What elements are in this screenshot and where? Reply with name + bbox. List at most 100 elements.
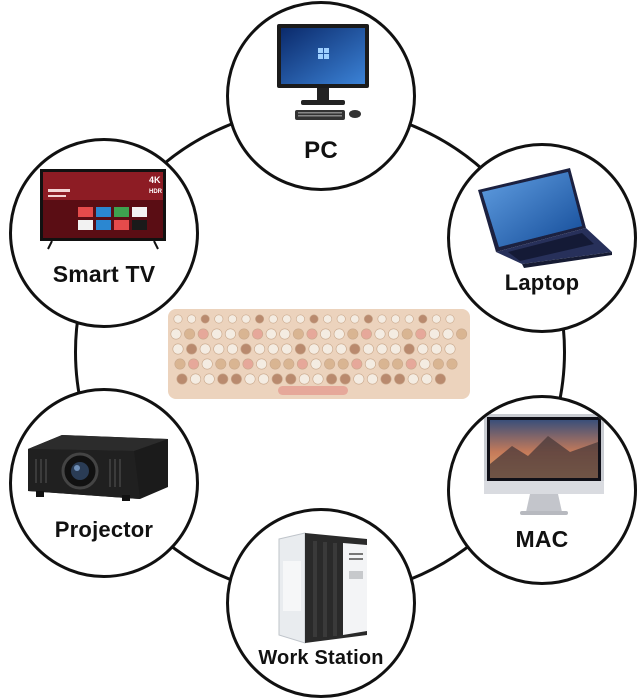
keycap xyxy=(430,343,442,355)
keycap xyxy=(283,358,295,370)
keycap xyxy=(271,373,283,385)
keycap xyxy=(309,314,319,324)
keycap xyxy=(310,358,322,370)
keycap xyxy=(350,314,360,324)
keycap xyxy=(415,328,427,340)
keycap xyxy=(349,343,361,355)
keycap xyxy=(174,358,186,370)
keycap xyxy=(322,343,334,355)
keycap xyxy=(258,373,270,385)
laptop-icon xyxy=(478,168,612,268)
device-label-pc: PC xyxy=(304,137,338,164)
keycap xyxy=(394,373,406,385)
keycap xyxy=(363,314,373,324)
keycap xyxy=(335,343,347,355)
keycap xyxy=(197,328,209,340)
keycap xyxy=(170,328,182,340)
device-label-mac: MAC xyxy=(515,526,569,552)
keycap xyxy=(172,343,184,355)
retro-keyboard-icon xyxy=(168,309,470,399)
keycap xyxy=(339,373,351,385)
keycap xyxy=(230,373,242,385)
keycap xyxy=(404,314,414,324)
device-node-projector: Projector xyxy=(9,388,199,578)
keycap xyxy=(312,373,324,385)
keycap xyxy=(213,343,225,355)
keycap xyxy=(187,314,197,324)
keycap xyxy=(217,373,229,385)
keycap xyxy=(306,328,318,340)
keycap xyxy=(391,314,401,324)
device-node-laptop: Laptop xyxy=(447,143,637,333)
keycap xyxy=(173,314,183,324)
keycap xyxy=(351,358,363,370)
keycap xyxy=(366,373,378,385)
keycap xyxy=(380,373,392,385)
keycap xyxy=(244,373,256,385)
keycap xyxy=(228,358,240,370)
keycap xyxy=(320,328,332,340)
keycap xyxy=(456,328,468,340)
keycap xyxy=(238,328,250,340)
keycap xyxy=(298,373,310,385)
keycap xyxy=(333,328,345,340)
keycap xyxy=(254,343,266,355)
keycap xyxy=(294,343,306,355)
keycap xyxy=(176,373,188,385)
keycap xyxy=(214,314,224,324)
keycap xyxy=(431,314,441,324)
keycap xyxy=(281,343,293,355)
keycap xyxy=(324,358,336,370)
keycap xyxy=(392,358,404,370)
tv-4k-badge: 4K xyxy=(149,175,161,185)
device-node-pc: PC xyxy=(226,1,416,191)
keycap xyxy=(378,358,390,370)
keycap xyxy=(226,343,238,355)
keycap xyxy=(188,358,200,370)
keycap xyxy=(295,314,305,324)
keycap xyxy=(428,328,440,340)
keycap xyxy=(442,328,454,340)
device-label-projector: Projector xyxy=(54,517,154,542)
keycap xyxy=(292,328,304,340)
keycap xyxy=(227,314,237,324)
device-node-smart-tv: 4K HDR Smart TV xyxy=(9,138,199,328)
keycap xyxy=(445,314,455,324)
keycap xyxy=(374,328,386,340)
keycap xyxy=(444,343,456,355)
keycap xyxy=(215,358,227,370)
tv-hdr-badge: HDR xyxy=(149,189,163,195)
workstation-tower-icon xyxy=(278,532,367,644)
keycap xyxy=(337,358,349,370)
imac-icon xyxy=(484,414,604,515)
device-label-laptop: Laptop xyxy=(504,270,580,295)
keycap xyxy=(201,358,213,370)
keycap xyxy=(336,314,346,324)
device-label-work-station: Work Station xyxy=(258,647,384,669)
keycap xyxy=(360,328,372,340)
device-label-smart-tv: Smart TV xyxy=(52,261,156,287)
keycap xyxy=(279,328,291,340)
keycap xyxy=(282,314,292,324)
keycap xyxy=(268,314,278,324)
desktop-pc-icon xyxy=(277,24,369,120)
keycap xyxy=(241,314,251,324)
keycap xyxy=(405,358,417,370)
keycap xyxy=(224,328,236,340)
keycap xyxy=(362,343,374,355)
keycap xyxy=(267,343,279,355)
keycap xyxy=(401,328,413,340)
keycap xyxy=(434,373,446,385)
keycap xyxy=(200,314,210,324)
keycap xyxy=(242,358,254,370)
keycap xyxy=(388,328,400,340)
keycap xyxy=(353,373,365,385)
device-node-mac: MAC xyxy=(447,395,637,585)
keycap xyxy=(377,314,387,324)
keycap xyxy=(418,314,428,324)
keycap xyxy=(376,343,388,355)
projector-icon xyxy=(28,435,168,501)
keycap xyxy=(419,358,431,370)
keycap xyxy=(269,358,281,370)
